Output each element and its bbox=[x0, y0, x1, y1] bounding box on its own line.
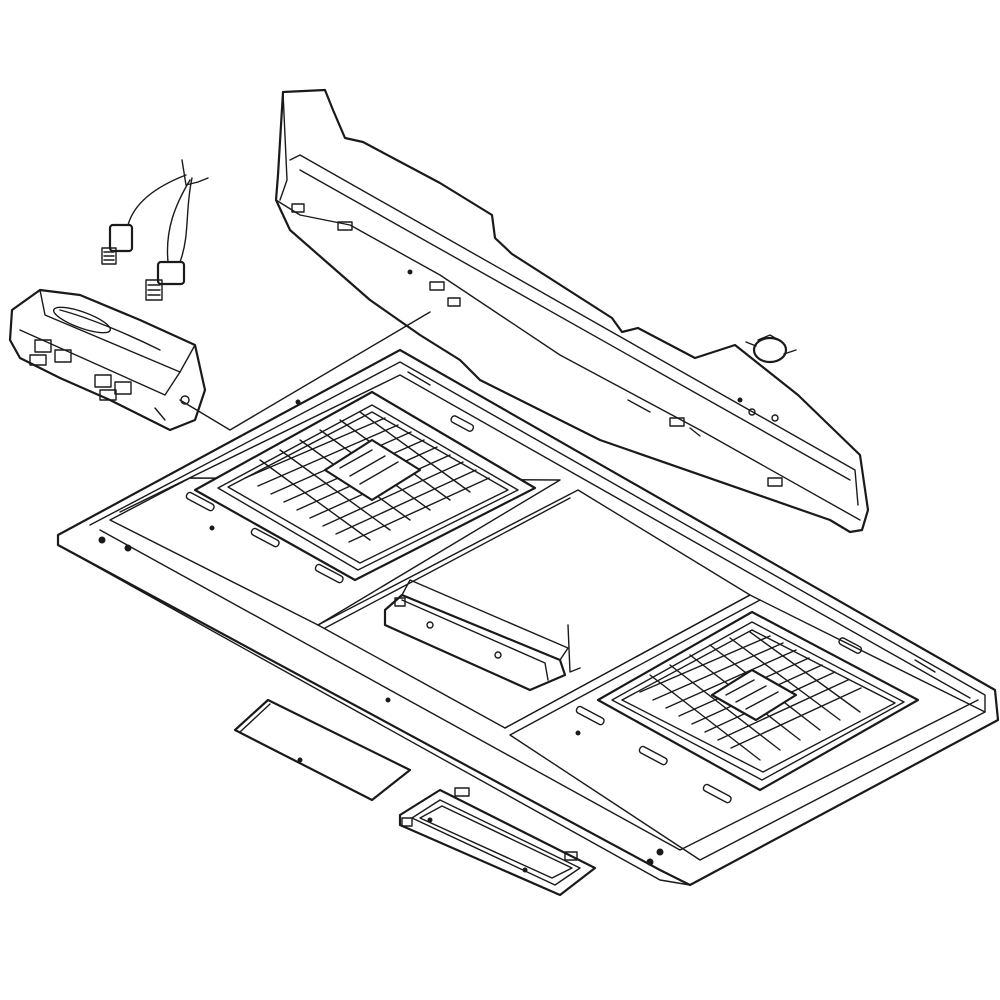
filter-cover bbox=[233, 698, 412, 802]
lamp-housing bbox=[8, 288, 207, 432]
access-bracket bbox=[398, 787, 597, 897]
lamp-sockets-harness bbox=[101, 159, 209, 301]
center-bracket bbox=[383, 579, 581, 692]
rear-panel bbox=[274, 88, 870, 534]
thermostat bbox=[745, 334, 797, 364]
vent-grille-left bbox=[193, 390, 537, 582]
vent-grille-right bbox=[596, 610, 920, 792]
